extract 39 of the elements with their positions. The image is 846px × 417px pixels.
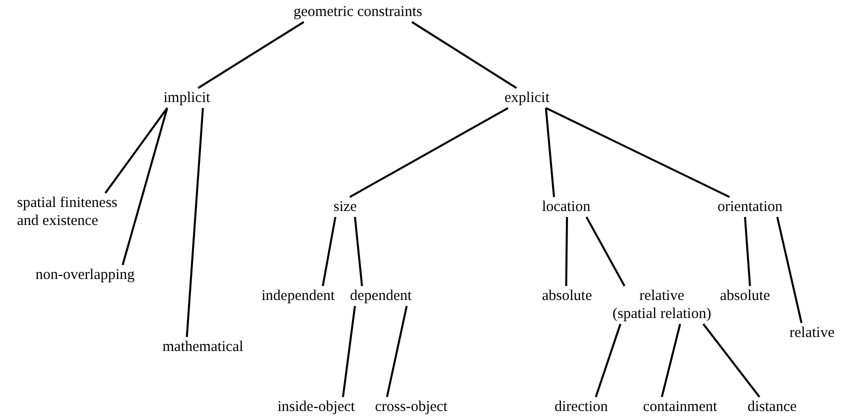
node-label: mathematical [162, 338, 244, 356]
connector-line [702, 323, 760, 398]
connector-line [186, 108, 204, 338]
node-label: geometric constraints [294, 3, 422, 21]
node-label: location [542, 198, 590, 216]
node-label: absolute [720, 287, 770, 305]
node-label: cross-object [375, 398, 448, 416]
node-label: relative (spatial relation) [612, 287, 712, 323]
connector-line [565, 216, 568, 286]
node-label: independent [262, 287, 335, 305]
node-label: spatial finiteness and existence [17, 194, 118, 230]
node-label: containment [643, 398, 718, 416]
connector-line [322, 216, 336, 286]
connector-line [122, 108, 168, 266]
node-label: relative [790, 324, 834, 342]
connector-line [198, 21, 304, 89]
connector-line [776, 216, 802, 324]
connector-line [660, 324, 682, 398]
connector-line [744, 216, 751, 286]
connector-line [104, 107, 168, 194]
node-label: orientation [718, 198, 782, 216]
node-label: implicit [164, 89, 210, 107]
node-label: distance [748, 398, 797, 416]
connector-line [349, 107, 509, 198]
node-label: absolute [542, 287, 592, 305]
node-label: size [334, 198, 357, 216]
connector-line [354, 216, 363, 286]
connector-line [544, 108, 555, 198]
connector-line [386, 306, 408, 398]
connector-line [342, 306, 356, 398]
node-label: inside-object [278, 398, 355, 416]
node-label: non-overlapping [36, 266, 135, 284]
connector-line [594, 324, 622, 398]
connector-line [586, 216, 626, 286]
connector-line [411, 21, 518, 89]
node-label: explicit [504, 89, 550, 107]
node-label: direction [554, 398, 608, 416]
connector-line [545, 107, 730, 198]
node-label: dependent [350, 287, 412, 305]
